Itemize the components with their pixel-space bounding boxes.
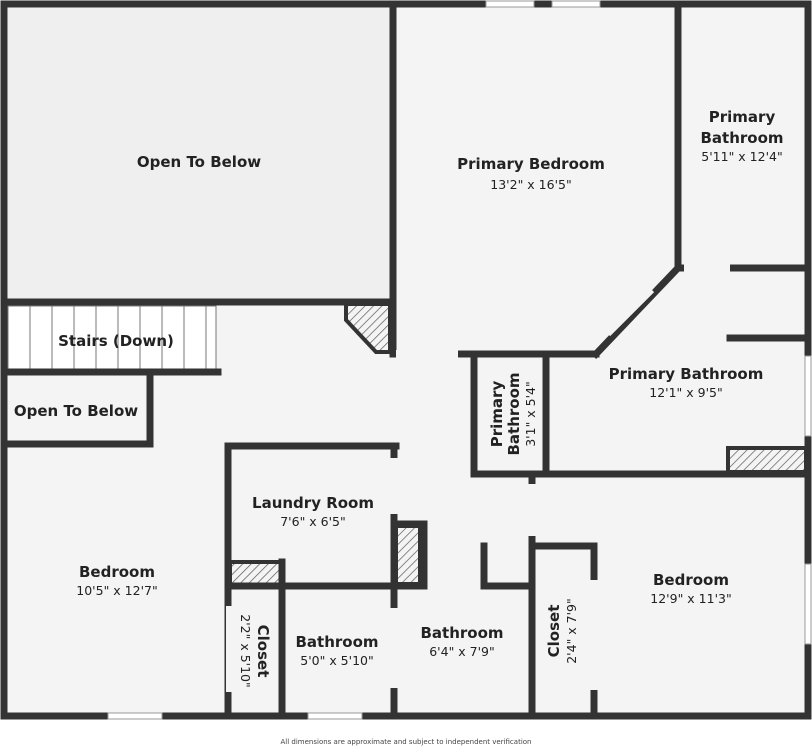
- label-bedroom-left: Bedroom: [79, 563, 155, 581]
- open-to-below-top-area: [8, 8, 390, 300]
- label-open-below-top: Open To Below: [137, 153, 261, 171]
- label-primary-bedroom: Primary Bedroom: [457, 155, 605, 173]
- dim-primary-bedroom: 13'2" x 16'5": [490, 177, 571, 192]
- label-bathroom-b: Bathroom: [420, 624, 503, 642]
- hatched-column-bedroom-left: [228, 560, 284, 588]
- dim-bedroom-left: 10'5" x 12'7": [76, 583, 157, 598]
- label-laundry: Laundry Room: [252, 494, 374, 512]
- dim-closet-left: 2'2" x 5'10": [238, 614, 253, 687]
- label-bedroom-right: Bedroom: [653, 571, 729, 589]
- label-primary-bath-ne-1: Primary: [709, 108, 776, 126]
- disclaimer-text: All dimensions are approximate and subje…: [280, 738, 532, 746]
- label-closet-right: Closet: [545, 605, 563, 658]
- label-open-below-left: Open To Below: [14, 402, 138, 420]
- windows: [107, 0, 812, 720]
- dim-closet-right: 2'4" x 7'9": [564, 598, 579, 664]
- label-primary-bath-main: Primary Bathroom: [609, 365, 764, 383]
- dim-primary-bath-small: 3'1" x 5'4": [523, 381, 538, 447]
- room-labels: Open To Below Primary Bedroom 13'2" x 16…: [14, 108, 784, 688]
- dim-laundry: 7'6" x 6'5": [280, 514, 346, 529]
- dim-primary-bath-main: 12'1" x 9'5": [649, 385, 722, 400]
- label-bathroom-a: Bathroom: [295, 633, 378, 651]
- label-closet-left: Closet: [254, 625, 272, 678]
- label-stairs: Stairs (Down): [58, 332, 174, 350]
- dim-bathroom-a: 5'0" x 5'10": [300, 653, 373, 668]
- label-primary-bath-small-2: Bathroom: [505, 372, 523, 455]
- label-primary-bath-small-1: Primary: [488, 381, 506, 448]
- hatched-column-laundry: [394, 524, 422, 586]
- dim-bedroom-right: 12'9" x 11'3": [650, 591, 731, 606]
- hatched-column-primary-bath: [726, 446, 808, 474]
- openings: [156, 264, 730, 692]
- dim-bathroom-b: 6'4" x 7'9": [429, 644, 495, 659]
- dim-primary-bath-ne: 5'11" x 12'4": [701, 149, 782, 164]
- diagonal-door: [605, 287, 655, 337]
- label-primary-bath-ne-2: Bathroom: [700, 129, 783, 147]
